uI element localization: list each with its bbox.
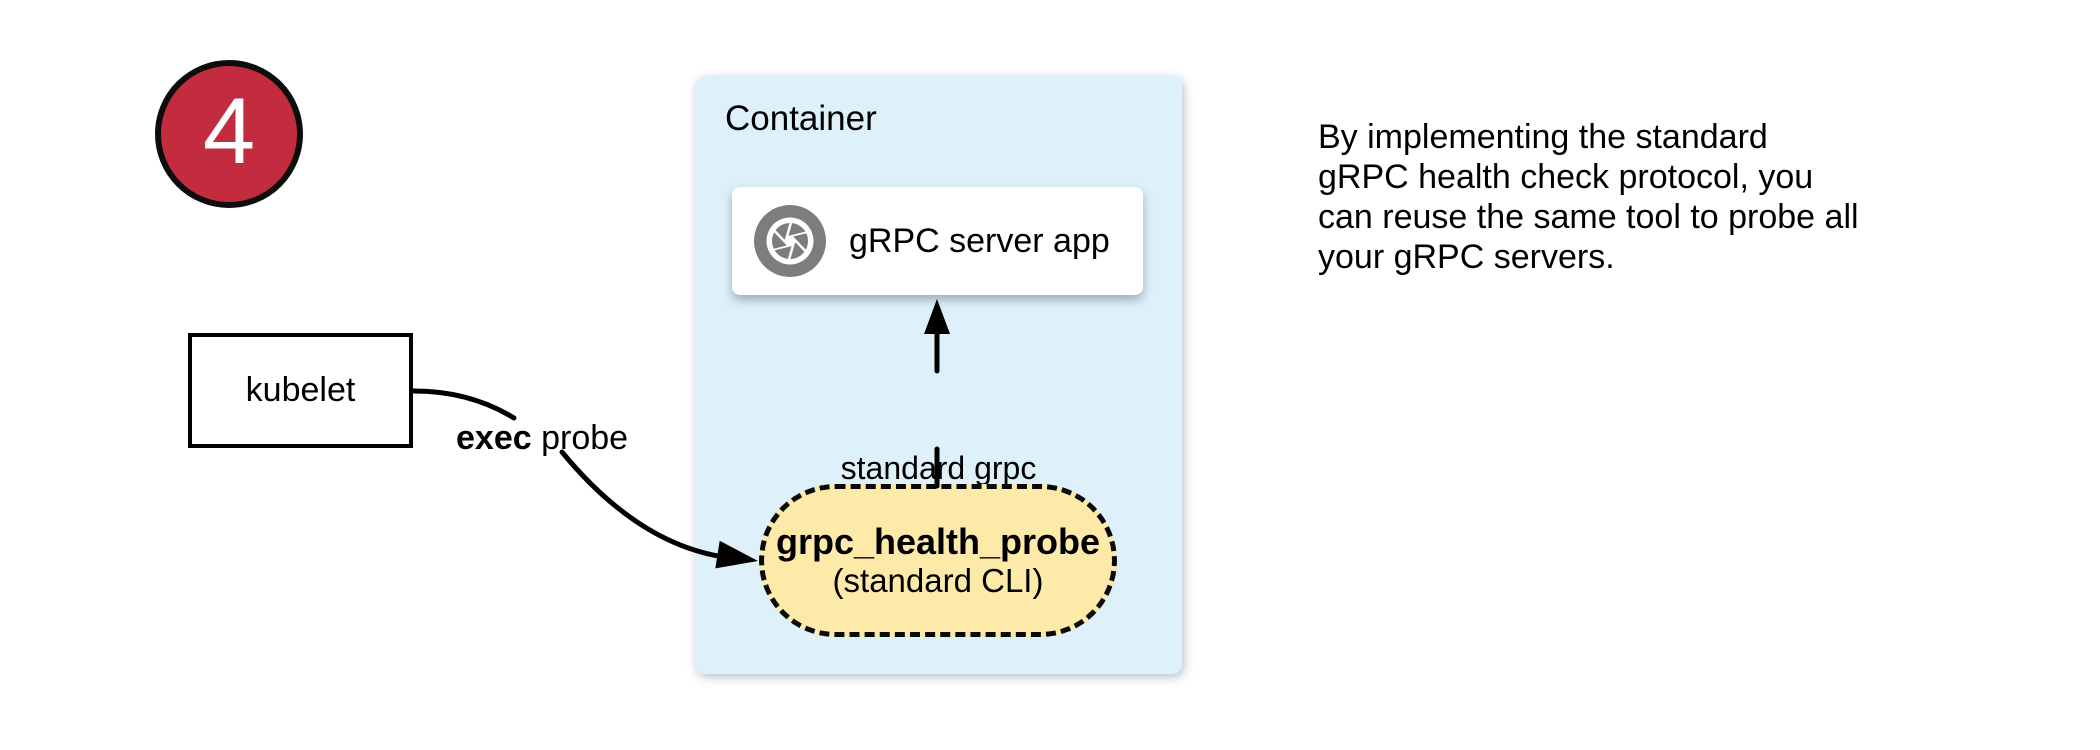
- exec-probe-label-bold: exec: [456, 419, 532, 457]
- container-title: Container: [725, 99, 877, 138]
- exec-probe-label: exec probe: [456, 419, 628, 458]
- note-line: By implementing the standard: [1318, 118, 1768, 156]
- protocol-label-line1: standard grpc: [840, 450, 1037, 486]
- note-line: your gRPC servers.: [1318, 238, 1615, 276]
- grpc-health-probe-box: grpc_health_probe (standard CLI): [759, 484, 1117, 637]
- note-text: By implementing the standard gRPC health…: [1318, 117, 1859, 277]
- grpc-health-probe-subtitle: (standard CLI): [832, 561, 1044, 599]
- step-badge: 4: [155, 60, 303, 208]
- exec-probe-label-rest: probe: [531, 419, 629, 457]
- grpc-server-app-label: gRPC server app: [849, 221, 1110, 260]
- grpc-server-app-box: gRPC server app: [732, 187, 1143, 295]
- note-line: gRPC health check protocol, you: [1318, 158, 1814, 196]
- aperture-icon: [754, 205, 826, 277]
- note-line: can reuse the same tool to probe all: [1318, 198, 1859, 236]
- exec-probe-arrow-segment1: [411, 388, 517, 421]
- kubelet-box: kubelet: [188, 333, 413, 448]
- step-number: 4: [202, 78, 256, 183]
- kubelet-label: kubelet: [245, 371, 356, 409]
- grpc-health-probe-title: grpc_health_probe: [775, 520, 1101, 562]
- container-box: Container gRPC server app standard grpc …: [695, 76, 1182, 674]
